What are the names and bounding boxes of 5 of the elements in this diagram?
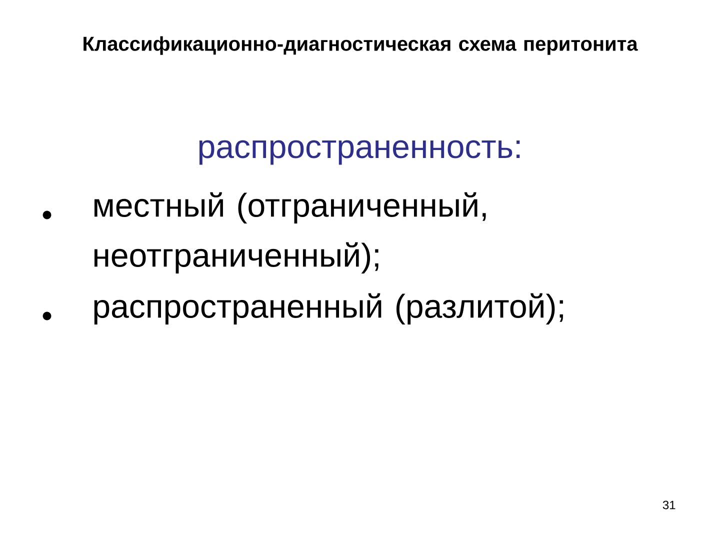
bullet-text: местный (отграниченный, неотграниченный); bbox=[94, 192, 486, 274]
subheading: распространенность: bbox=[199, 140, 520, 165]
bullet-text: распространенный (разлитой); bbox=[94, 293, 563, 325]
page-number: 31 bbox=[662, 500, 676, 510]
slide-title: Классификационно-диагностическая схема перитонита bbox=[84, 36, 638, 55]
